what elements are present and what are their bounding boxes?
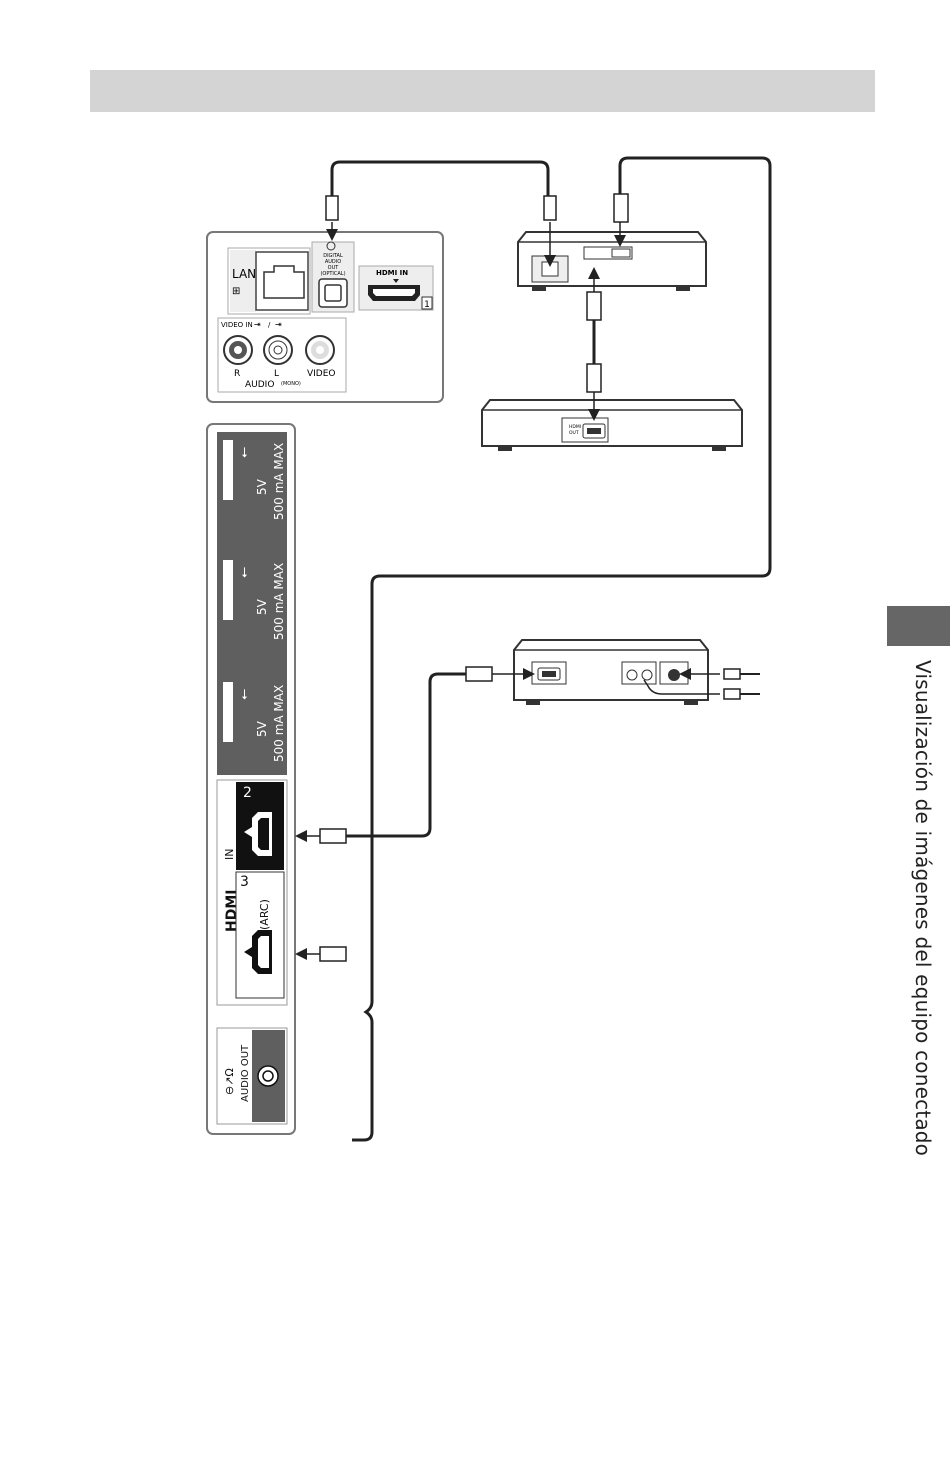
optical-plug bbox=[544, 196, 556, 220]
jack-video-label: VIDEO bbox=[307, 369, 336, 379]
usb-max-label: 500 mA MAX bbox=[272, 685, 286, 762]
audio-label: AUDIO bbox=[245, 380, 274, 390]
hdmi-plug bbox=[587, 292, 601, 320]
coax-plug bbox=[724, 669, 740, 679]
jack-r-label: R bbox=[234, 369, 240, 379]
lan-label: LAN bbox=[232, 267, 256, 281]
usb-max-label: 500 mA MAX bbox=[272, 563, 286, 640]
hdmi-plug bbox=[320, 947, 346, 961]
audio-out-label: AUDIO OUT bbox=[240, 1044, 251, 1102]
usb-5v-label: 5V bbox=[255, 720, 269, 737]
digital-audio-out-port: DIGITAL AUDIO OUT (OPTICAL) bbox=[312, 242, 354, 312]
hdmi-num-1: 1 bbox=[424, 300, 430, 310]
hdmi-out-label-2: OUT bbox=[569, 430, 579, 436]
hdmi-plug bbox=[587, 364, 601, 392]
hdmi-plug bbox=[466, 667, 492, 681]
hdmi-num-3: 3 bbox=[240, 874, 249, 890]
media-player: HDMI OUT bbox=[482, 400, 742, 451]
digital-label-4: (OPTICAL) bbox=[320, 271, 345, 277]
usb-5v-label: 5V bbox=[255, 598, 269, 615]
input-icon: ⇥ bbox=[254, 320, 261, 329]
hdmi-plug bbox=[320, 829, 346, 843]
audio-out-section: ⊖↗Ω AUDIO OUT bbox=[217, 1028, 287, 1124]
jack-l-label: L bbox=[274, 369, 279, 379]
usb-max-label: 500 mA MAX bbox=[272, 443, 286, 520]
mono-label: (MONO) bbox=[281, 381, 301, 387]
arc-label: (ARC) bbox=[258, 899, 271, 930]
jack-video bbox=[306, 336, 334, 364]
video-in-section: VIDEO IN ⇥ / ⇥ R L VIDEO AUDIO bbox=[218, 318, 346, 392]
usb-icon: ⭠ bbox=[236, 567, 252, 578]
hdmi-plug bbox=[614, 194, 628, 222]
usb-icon: ⭠ bbox=[236, 447, 252, 458]
hdmi-in-side-label: IN bbox=[223, 849, 236, 860]
coax-plug bbox=[724, 689, 740, 699]
set-top-box bbox=[514, 640, 708, 705]
av-receiver bbox=[518, 232, 706, 291]
input-icon-2: ⇥ bbox=[275, 320, 282, 329]
tv-rear-panel-top: LAN ⊞ DIGITAL AUDIO OUT (OPTICAL) HDMI I… bbox=[207, 232, 443, 402]
hdmi-num-2: 2 bbox=[243, 785, 252, 801]
lan-port: LAN ⊞ bbox=[228, 248, 310, 314]
network-icon: ⊞ bbox=[232, 286, 240, 297]
hdmi-in-1-port: HDMI IN 1 bbox=[359, 266, 433, 310]
hdmi-in-label: HDMI IN bbox=[376, 269, 408, 277]
usb-5v-label: 5V bbox=[255, 478, 269, 495]
tv-rear-panel-side: ⭠ 5V 500 mA MAX ⭠ 5V 500 mA MAX ⭠ 5V 500… bbox=[207, 424, 295, 1134]
video-in-label: VIDEO IN bbox=[221, 321, 253, 329]
jack-r bbox=[224, 336, 252, 364]
hdmi-cable-box-to-tv bbox=[298, 674, 532, 954]
hdmi-in-2-3-section: 2 HDMI IN 3 (ARC) bbox=[217, 780, 287, 1005]
hdmi-out-label-1: HDMI bbox=[569, 424, 581, 430]
optical-plug bbox=[326, 196, 338, 220]
usb-icon: ⭠ bbox=[236, 689, 252, 700]
jack-l bbox=[264, 336, 292, 364]
headphone-icon: ⊖↗Ω bbox=[223, 1068, 236, 1095]
